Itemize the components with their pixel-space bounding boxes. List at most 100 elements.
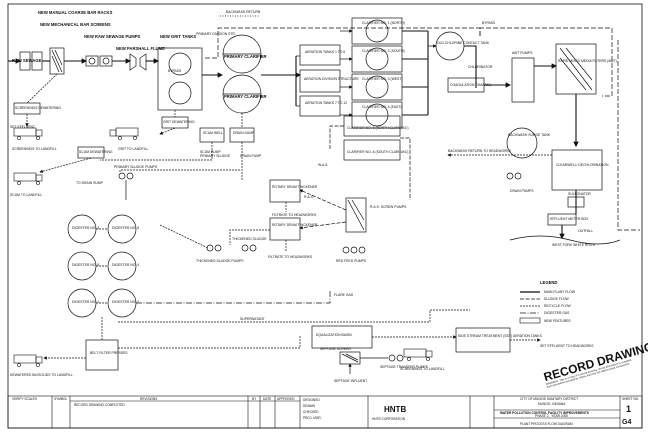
- backwash-headworks-label: BACKWASH RETURN TO HEADWORKS: [448, 149, 512, 153]
- symbol-header: SYMBOL: [54, 397, 68, 401]
- by-header: BY: [252, 397, 257, 401]
- ras-label: R.A.S.: [304, 195, 314, 199]
- raw-sewage-label: RAW SEWAGE: [12, 58, 42, 63]
- side-stream-label: SIDE STREAM TREATMENT (SST) AERATION TAN…: [458, 334, 543, 338]
- sheet-border: [7, 3, 643, 429]
- checked-label: CHECKED: [303, 410, 319, 414]
- aeration-division-label: AERATION DIVISION STRUCTURE: [304, 77, 359, 81]
- thickened-sludge-label: THICKENED SLUDGE: [232, 237, 267, 241]
- digester-4-label: DIGESTER NO. 4: [112, 263, 139, 267]
- digester-1-label: DIGESTER NO. 1: [72, 300, 99, 304]
- sheet-sub: G4: [622, 419, 631, 426]
- date-header: DATE: [263, 397, 271, 401]
- sheet-no-label: SHEET NO.: [622, 397, 639, 401]
- headworks: [8, 15, 481, 135]
- digester-3-label: DIGESTER NO. 3: [72, 226, 99, 230]
- primary-clarifiers: [39, 34, 302, 200]
- septage-pumps-label: SEPTAGE TRANSFER PUMPS: [380, 365, 429, 369]
- thickened-pumps-label: THICKENED SLUDGE PUMPS: [196, 259, 244, 263]
- set-effluent-right-label: SET EFFLUENT TO HEADWORKS: [540, 344, 594, 348]
- digester-5-label: DIGESTER NO. 5: [72, 263, 99, 267]
- legend-item: NEW FEATURES: [544, 319, 571, 323]
- outfall-label: OUTFALL: [578, 229, 593, 233]
- to-drain-sump-label: TO DRAIN SUMP: [76, 181, 104, 185]
- verify-scales: VERIFY SCALES: [12, 397, 37, 401]
- digester-2-label: DIGESTER NO. 2: [112, 300, 139, 304]
- septage-influent-label: SEPTAGE INFLUENT: [334, 379, 367, 383]
- scum-well-label: SCUM WELL: [203, 131, 223, 135]
- biosolids-label: DEWATERED BIOSOLIDS TO LANDFILL: [10, 373, 73, 377]
- screenings-dewatering-label: SCREENINGS DEWATERING: [15, 106, 61, 110]
- awt-pumps-label: AWT PUMPS: [512, 51, 533, 55]
- screenings-landfill-2-label: SCREENINGS TO LANDFILL: [400, 367, 445, 371]
- clarifier-3-label: CLARIFIER NO. 3 (WEST): [362, 77, 403, 81]
- parshall-flume-label: NEW PARSHALL FLUME: [116, 46, 165, 51]
- drain-pump-label: DRAIN PUMP: [240, 154, 262, 158]
- scum-pump-label: SCUM PUMP: [200, 150, 221, 154]
- clarifier-5-label: CLARIFIER NO. 5 (NORTH CLARI-VAC): [347, 126, 408, 130]
- bar-racks-label: NEW MANUAL COARSE BAR RACKS: [38, 10, 113, 15]
- clarifier-2-label: CLARIFIER NO. 2 (SOUTH): [362, 49, 405, 53]
- raw-sewage-pumps-label: NEW RAW SEWAGE PUMPS: [84, 34, 141, 39]
- project-phase: PHASE 2 - YEAR 2005: [535, 414, 568, 418]
- filtrate-2-label: FILTRATE TO HEADWORKS: [268, 255, 313, 259]
- sludge-section: [159, 125, 411, 254]
- effluent-section: [447, 127, 621, 245]
- drawn-label: DRAWN: [303, 404, 316, 408]
- chlorinator-label: CHLORINATOR: [468, 65, 493, 69]
- set-effluent-left-label: SET EFFLUENT: [10, 125, 35, 129]
- ras-screw-pumps-label: R.A.S. SCREW PUMPS: [370, 205, 407, 209]
- coagulation-channel-label: COAGULATION CHANNEL: [450, 83, 492, 87]
- proj-mgr-label: PROJ. MGR.: [303, 416, 322, 420]
- river-label: WEST FORK WHITE RIVER: [552, 243, 596, 247]
- legend-item: SLUDGE FLOW: [544, 297, 569, 301]
- primary-clarifier-label-1: PRIMARY CLARIFIER: [224, 54, 267, 59]
- aeration-7-12-label: AERATION TANKS 7 TO 12: [305, 101, 347, 105]
- septage-section: [311, 325, 541, 374]
- grit-landfill-label: GRIT TO LANDFILL: [118, 147, 148, 151]
- flare-gas-label: FLARE GAS: [334, 293, 354, 297]
- rdt-1-label: ROTARY DRUM THICKENER: [272, 185, 318, 189]
- belt-press-label: BELT FILTER PRESSES: [90, 351, 128, 355]
- designed-label: DESIGNED: [303, 398, 320, 402]
- screenings-landfill-label: SCREENINGS TO LANDFILL: [12, 147, 57, 151]
- backwash-return-label: BACKWASH RETURN: [226, 10, 261, 14]
- was-label: W.A.S.: [318, 163, 328, 167]
- grit-dewatering-label: GRIT DEWATERING: [163, 120, 195, 124]
- revisions-header: REVISIONS: [140, 397, 157, 401]
- rdt-2-label: ROTARY DRUM THICKENER: [272, 223, 318, 227]
- primary-sludge-label: PRIMARY SLUDGE: [200, 154, 231, 158]
- clearwell-label: CLEARWELL/ DECHLORINATION: [556, 163, 609, 167]
- bar-screens-label: NEW MECHANICAL BAR SCREENS: [40, 22, 111, 27]
- meter-box-label: EFFLUENT METER BOX: [550, 217, 589, 221]
- clarifier-6-label: CLARIFIER NO. 6 (SOUTH CLARI-VAC): [347, 150, 408, 154]
- truck-icon: [13, 127, 433, 367]
- revision-row: RECORD DRAWING COMPLETED: [74, 403, 125, 407]
- digesters: [43, 214, 470, 371]
- final-clarifiers: [340, 17, 640, 231]
- primary-sludge-pumps-label: PRIMARY SLUDGE PUMPS: [114, 165, 158, 169]
- digester-6-label: DIGESTER NO. 6: [112, 226, 139, 230]
- clarifier-4-label: CLARIFIER NO. 4 (EAST): [362, 105, 402, 109]
- surge-tank-label: BACKWASH SURGE TANK: [508, 133, 551, 137]
- aeration: [295, 44, 341, 117]
- city-location: MUNCIE, INDIANA: [538, 402, 566, 406]
- scum-dewatering-label: SCUM DEWATERING: [79, 150, 113, 154]
- sheet-title: PLANT PROCESS FLOW DIAGRAM: [520, 422, 573, 426]
- approved-header: APPROVED: [277, 397, 295, 401]
- legend: LEGEND MAIN PLANT FLOW SLUDGE FLOW RECYC…: [519, 280, 576, 324]
- bypass-label-2: BYPASS: [482, 21, 496, 25]
- bypass-label-1: BYPASS: [168, 69, 182, 73]
- sulfonator-label: SULFONATOR: [568, 192, 591, 196]
- rapid-filters-label: RAPID MIXED MEDIA FILTERS (AWT): [558, 59, 617, 63]
- drain-sump-label: DRAIN SUMP: [233, 131, 255, 135]
- eq-basin-label: EQUALIZATION BASIN: [316, 333, 352, 337]
- scum-landfill-label: SCUM TO LANDFILL: [10, 193, 42, 197]
- chlorine-tank-label: OLD CHLORINE CONTACT TANK: [437, 41, 490, 45]
- primary-clarifier-label-2: PRIMARY CLARIFIER: [224, 94, 267, 99]
- grit-tanks-label: NEW GRIT TANKS: [160, 34, 196, 39]
- legend-item: DIGESTER GAS: [544, 311, 570, 315]
- record-drawing-stamp: RECORD DRAWING WARNING: This is a copy o…: [542, 339, 648, 389]
